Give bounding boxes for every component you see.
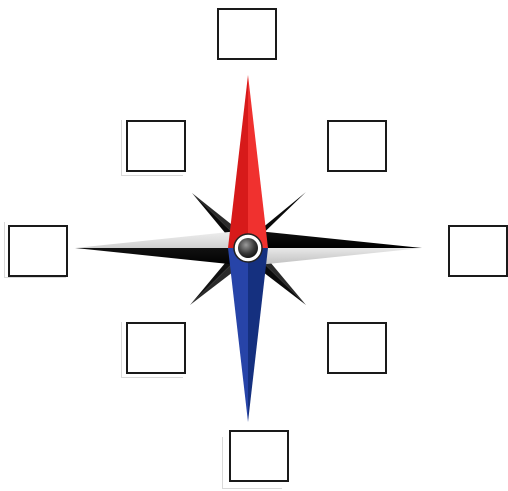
south-needle-shadow	[248, 248, 268, 422]
south-needle	[228, 248, 248, 422]
compass-hub-center	[238, 238, 258, 258]
north-needle	[228, 75, 248, 248]
north-needle-highlight	[248, 75, 268, 248]
east-point	[248, 230, 422, 266]
west-point	[75, 230, 248, 266]
